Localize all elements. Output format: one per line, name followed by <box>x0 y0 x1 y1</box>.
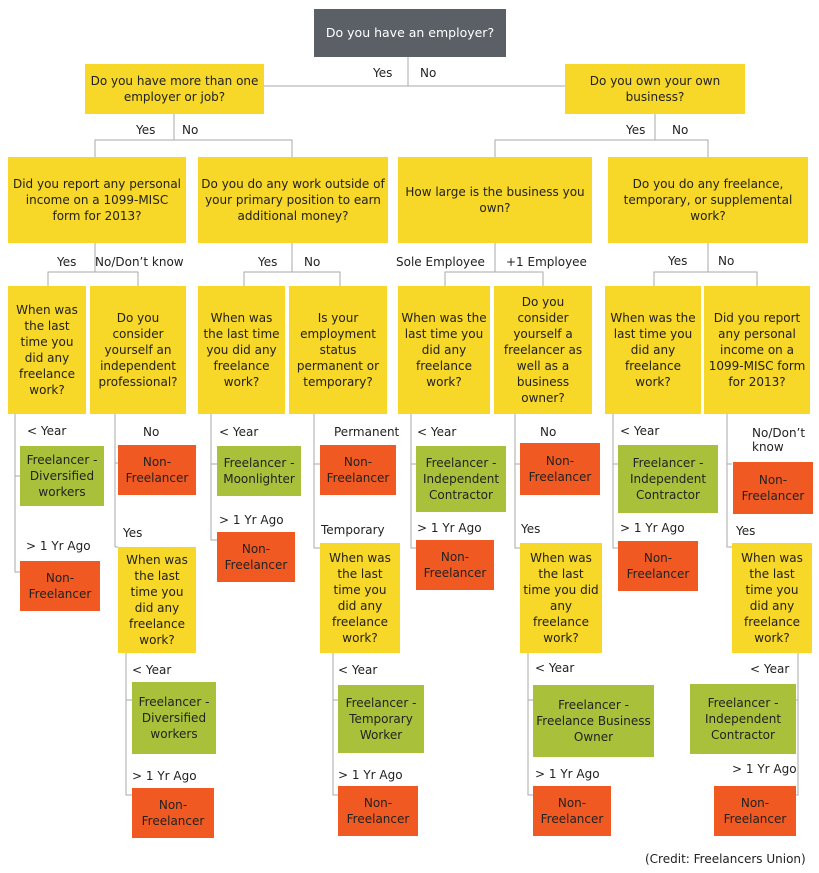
label-yes: Yes <box>736 524 756 538</box>
freelancer-diversified-a1: Freelancer - Diversified workers <box>20 446 104 506</box>
label-no: No <box>540 425 557 439</box>
freelancer-independent-contractor-c1: Freelancer - Independent Contractor <box>416 446 506 512</box>
question-last-freelance-c2: When was the last time you did any freel… <box>520 543 602 653</box>
non-freelancer-b2: Non-Freelancer <box>320 445 396 495</box>
label-gt-1yr: > 1 Yr Ago <box>620 521 685 535</box>
question-own-business: Do you own your own business? <box>565 64 745 114</box>
non-freelancer-b2-old: Non-Freelancer <box>338 786 418 836</box>
question-multiple-employers: Do you have more than one employer or jo… <box>85 64 264 114</box>
label-yes: Yes <box>258 255 278 269</box>
label-no: No <box>420 66 437 80</box>
non-freelancer-d2-old: Non-Freelancer <box>714 786 796 836</box>
question-outside-work: Do you do any work outside of your prima… <box>198 157 388 243</box>
label-no: No <box>182 123 199 137</box>
label-lt-year: < Year <box>27 424 67 438</box>
label-lt-year: < Year <box>338 663 378 677</box>
non-freelancer-a2: Non-Freelancer <box>118 445 196 495</box>
label-gt-1yr: > 1 Yr Ago <box>417 521 482 535</box>
non-freelancer-a2-old: Non-Freelancer <box>132 788 214 838</box>
freelancer-independent-contractor-d1: Freelancer - Independent Contractor <box>618 445 718 513</box>
freelancer-moonlighter: Freelancer - Moonlighter <box>217 446 301 496</box>
label-yes: Yes <box>626 123 646 137</box>
label-plus1-employee: +1 Employee <box>506 255 587 269</box>
label-no-dont-know: No/Don’t know <box>752 426 806 454</box>
label-gt-1yr: > 1 Yr Ago <box>732 762 797 776</box>
non-freelancer-d1: Non-Freelancer <box>618 541 698 591</box>
question-last-freelance-a2: When was the last time you did any freel… <box>118 547 196 653</box>
freelancer-business-owner: Freelancer - Freelance Business Owner <box>533 685 654 757</box>
non-freelancer-c2-old: Non-Freelancer <box>533 786 611 836</box>
question-permanent-temporary: Is your employment status permanent or t… <box>289 286 387 414</box>
label-yes: Yes <box>521 522 541 536</box>
label-temporary: Temporary <box>321 523 385 537</box>
freelancer-temporary-worker: Freelancer - Temporary Worker <box>338 685 424 753</box>
non-freelancer-a1: Non-Freelancer <box>20 561 100 611</box>
label-lt-year: < Year <box>620 424 660 438</box>
label-yes: Yes <box>136 123 156 137</box>
label-no: No <box>304 255 321 269</box>
freelancer-diversified-a2: Freelancer - Diversified workers <box>132 682 216 754</box>
question-freelancer-business-owner: Do you consider yourself a freelancer as… <box>494 286 592 414</box>
non-freelancer-c1: Non-Freelancer <box>416 540 494 590</box>
non-freelancer-c2: Non-Freelancer <box>520 443 600 495</box>
question-business-size: How large is the business you own? <box>398 157 592 243</box>
label-gt-1yr: > 1 Yr Ago <box>219 513 284 527</box>
label-gt-1yr: > 1 Yr Ago <box>535 767 600 781</box>
label-lt-year: < Year <box>750 662 790 676</box>
label-lt-year: < Year <box>535 661 575 675</box>
label-no: No <box>143 425 160 439</box>
question-independent-professional: Do you consider yourself an independent … <box>90 286 186 414</box>
label-no: No <box>718 254 735 268</box>
question-last-freelance-d2: When was the last time you did any freel… <box>732 543 812 653</box>
label-yes: Yes <box>668 254 688 268</box>
label-no: No <box>672 123 689 137</box>
label-gt-1yr: > 1 Yr Ago <box>26 539 91 553</box>
label-yes: Yes <box>57 255 77 269</box>
label-permanent: Permanent <box>334 425 400 439</box>
question-last-freelance-d1: When was the last time you did any freel… <box>605 286 701 414</box>
label-gt-1yr: > 1 Yr Ago <box>132 769 197 783</box>
question-last-freelance-a1: When was the last time you did any freel… <box>8 286 86 414</box>
non-freelancer-b1: Non-Freelancer <box>217 532 295 582</box>
label-gt-1yr: > 1 Yr Ago <box>338 768 403 782</box>
label-lt-year: < Year <box>219 425 259 439</box>
question-last-freelance-c1: When was the last time you did any freel… <box>398 286 490 414</box>
label-sole-employee: Sole Employee <box>396 255 485 269</box>
freelancer-independent-contractor-d2: Freelancer - Independent Contractor <box>690 684 796 754</box>
question-last-freelance-b2: When was the last time you did any freel… <box>320 543 400 653</box>
label-lt-year: < Year <box>132 663 172 677</box>
label-yes: Yes <box>123 526 143 540</box>
question-supplemental-work: Do you do any freelance, temporary, or s… <box>608 157 808 243</box>
question-1099-misc-d2: Did you report any personal income on a … <box>704 286 810 414</box>
root-question: Do you have an employer? <box>314 9 506 57</box>
label-no-dont-know: No/Don’t know <box>95 255 184 269</box>
question-last-freelance-b1: When was the last time you did any freel… <box>198 286 285 414</box>
non-freelancer-d2: Non-Freelancer <box>733 462 813 514</box>
label-yes: Yes <box>373 66 393 80</box>
label-lt-year: < Year <box>417 425 457 439</box>
question-1099-misc: Did you report any personal income on a … <box>8 157 186 243</box>
credit: (Credit: Freelancers Union) <box>645 852 806 866</box>
